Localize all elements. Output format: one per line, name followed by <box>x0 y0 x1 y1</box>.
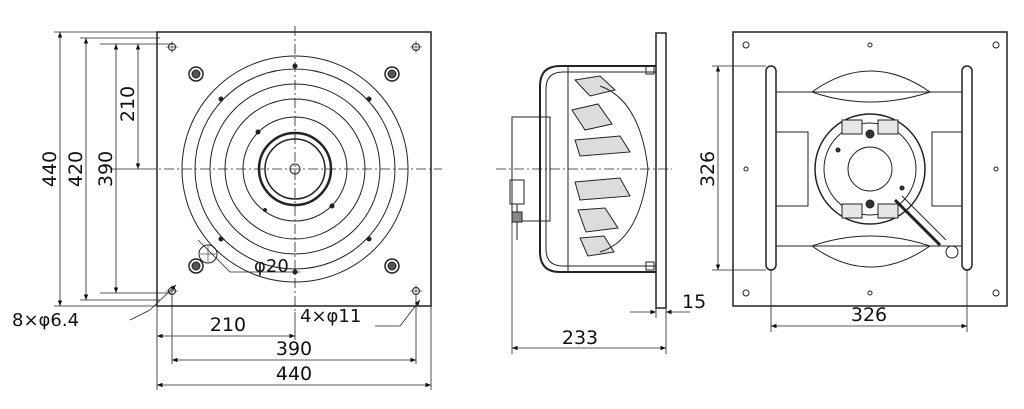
rear-view <box>732 31 1008 307</box>
dim-210-vertical: 210 <box>117 86 139 122</box>
corner-hole <box>410 285 422 297</box>
rear-labels: 326 326 <box>697 151 887 326</box>
rear-plate <box>732 31 1008 307</box>
mount-callout: 4×φ11 <box>300 306 361 327</box>
dim-420-vertical: 420 <box>65 151 87 187</box>
dim-390-vertical: 390 <box>95 151 117 187</box>
side-dimensions <box>511 221 690 354</box>
dim-210-horizontal: 210 <box>210 314 246 336</box>
side-view <box>496 32 672 309</box>
rear-dimensions <box>712 65 968 332</box>
mount-bolt <box>188 66 204 82</box>
mount-bolt <box>384 258 400 274</box>
dim-326-vertical: 326 <box>697 151 719 187</box>
mount-bolt <box>384 66 400 82</box>
dim-233: 233 <box>562 327 598 349</box>
dim-440-horizontal: 440 <box>276 363 312 385</box>
impeller-ring <box>181 55 409 283</box>
motor-hub <box>257 131 333 207</box>
mount-bolt <box>188 258 204 274</box>
rear-lens-bottom <box>810 235 932 268</box>
dim-390-horizontal: 390 <box>276 338 312 360</box>
corner-hole <box>410 41 422 53</box>
rear-lens-top <box>810 70 932 103</box>
side-flange <box>655 32 667 309</box>
side-labels: 233 15 <box>562 291 706 349</box>
rear-motor-disc <box>814 113 926 225</box>
dim-15: 15 <box>682 291 706 313</box>
rear-rail-right <box>961 65 973 271</box>
corner-hole <box>166 285 178 297</box>
cable-callout: φ20 <box>254 256 289 277</box>
hole-callout: 8×φ6.4 <box>12 310 79 331</box>
corner-hole <box>166 41 178 53</box>
dim-326-horizontal: 326 <box>851 304 887 326</box>
front-dimensions <box>54 31 432 390</box>
rear-rail-left <box>765 65 777 271</box>
dim-440-vertical: 440 <box>39 151 61 187</box>
front-view <box>146 26 442 312</box>
cable-gland <box>198 244 218 264</box>
front-labels: 440 420 390 210 210 390 440 8×φ6.4 4×φ11… <box>12 86 361 385</box>
